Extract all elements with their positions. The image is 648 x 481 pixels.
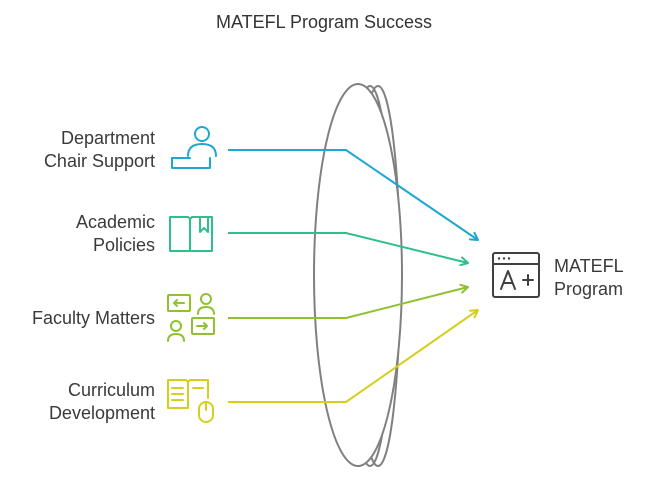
input-label-line2: Chair Support bbox=[43, 151, 155, 171]
input-label-line1: Faculty Matters bbox=[31, 308, 155, 328]
diagram-title: MATEFL Program Success bbox=[215, 12, 433, 32]
connector-academic-policies bbox=[228, 232, 469, 267]
input-label-academic-policies: Academic Policies bbox=[0, 211, 155, 257]
target-label: MATEFL Program bbox=[554, 255, 624, 301]
book-mouse-icon bbox=[167, 379, 214, 423]
browser-grade-icon bbox=[492, 252, 540, 298]
people-exchange-icon bbox=[167, 293, 215, 342]
input-label-line1: Department bbox=[60, 128, 155, 148]
input-label-line2: Policies bbox=[92, 235, 155, 255]
connector-department-chair-support bbox=[228, 149, 479, 241]
target-label-line1: MATEFL bbox=[554, 256, 624, 276]
lens-shape bbox=[313, 83, 403, 467]
input-label-department-chair-support: Department Chair Support bbox=[0, 127, 155, 173]
input-label-line2: Development bbox=[48, 403, 155, 423]
connector-curriculum-development bbox=[228, 309, 479, 403]
connector-faculty-matters bbox=[228, 283, 469, 319]
target-label-line2: Program bbox=[554, 279, 624, 299]
input-label-line1: Academic bbox=[75, 212, 155, 232]
input-label-curriculum-development: Curriculum Development bbox=[0, 379, 155, 425]
input-label-line1: Curriculum bbox=[67, 380, 155, 400]
book-bookmark-icon bbox=[169, 216, 213, 252]
lens-front-face bbox=[313, 83, 403, 467]
reception-desk-icon bbox=[171, 126, 217, 169]
input-label-faculty-matters: Faculty Matters bbox=[0, 307, 155, 330]
